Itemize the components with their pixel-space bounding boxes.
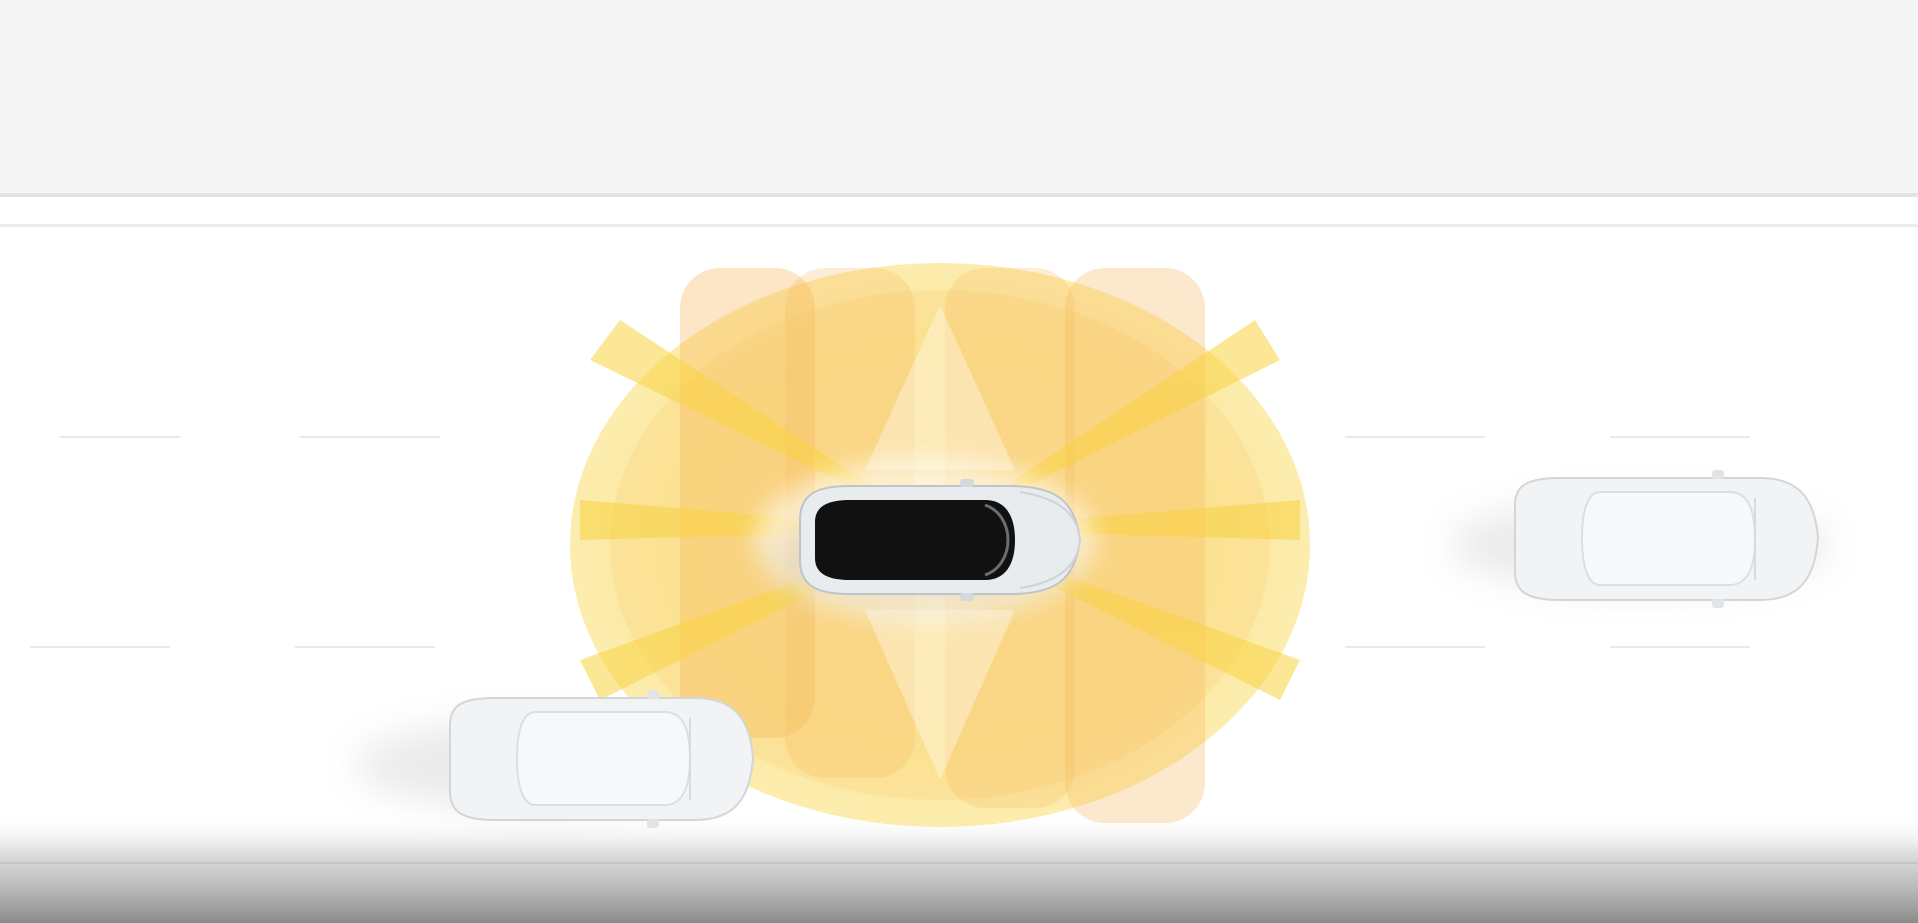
lane-markings-lower <box>30 646 1750 648</box>
rear-camera-cone-fill <box>865 610 1015 780</box>
rear-camera-cone <box>840 580 1040 790</box>
front-camera-cone <box>840 300 1040 500</box>
front-camera-cone-fill <box>865 305 1015 470</box>
ego-car-mirror-top <box>960 479 974 487</box>
ego-car-nose <box>1019 491 1082 589</box>
behind-car-mirror-bottom <box>647 819 659 828</box>
ego-car <box>770 479 1082 601</box>
ahead-car-roof <box>1580 491 1757 586</box>
ego-car-mirror-bottom <box>960 593 974 601</box>
lane-markings-upper <box>60 436 1750 438</box>
ahead-car-mirror-top <box>1712 470 1724 479</box>
behind-car <box>355 690 755 828</box>
behind-car-roof <box>515 711 692 806</box>
road-top-edge-line-2 <box>0 224 1918 227</box>
ego-car-glass <box>815 500 1015 580</box>
road-top-band <box>0 0 1918 195</box>
ahead-car <box>1450 470 1830 608</box>
road-top-edge-line <box>0 193 1918 197</box>
ego-car-windshield-highlight <box>984 503 1010 577</box>
behind-car-mirror-top <box>647 690 659 699</box>
ahead-car-mirror-bottom <box>1712 599 1724 608</box>
bottom-shade <box>0 815 1918 923</box>
